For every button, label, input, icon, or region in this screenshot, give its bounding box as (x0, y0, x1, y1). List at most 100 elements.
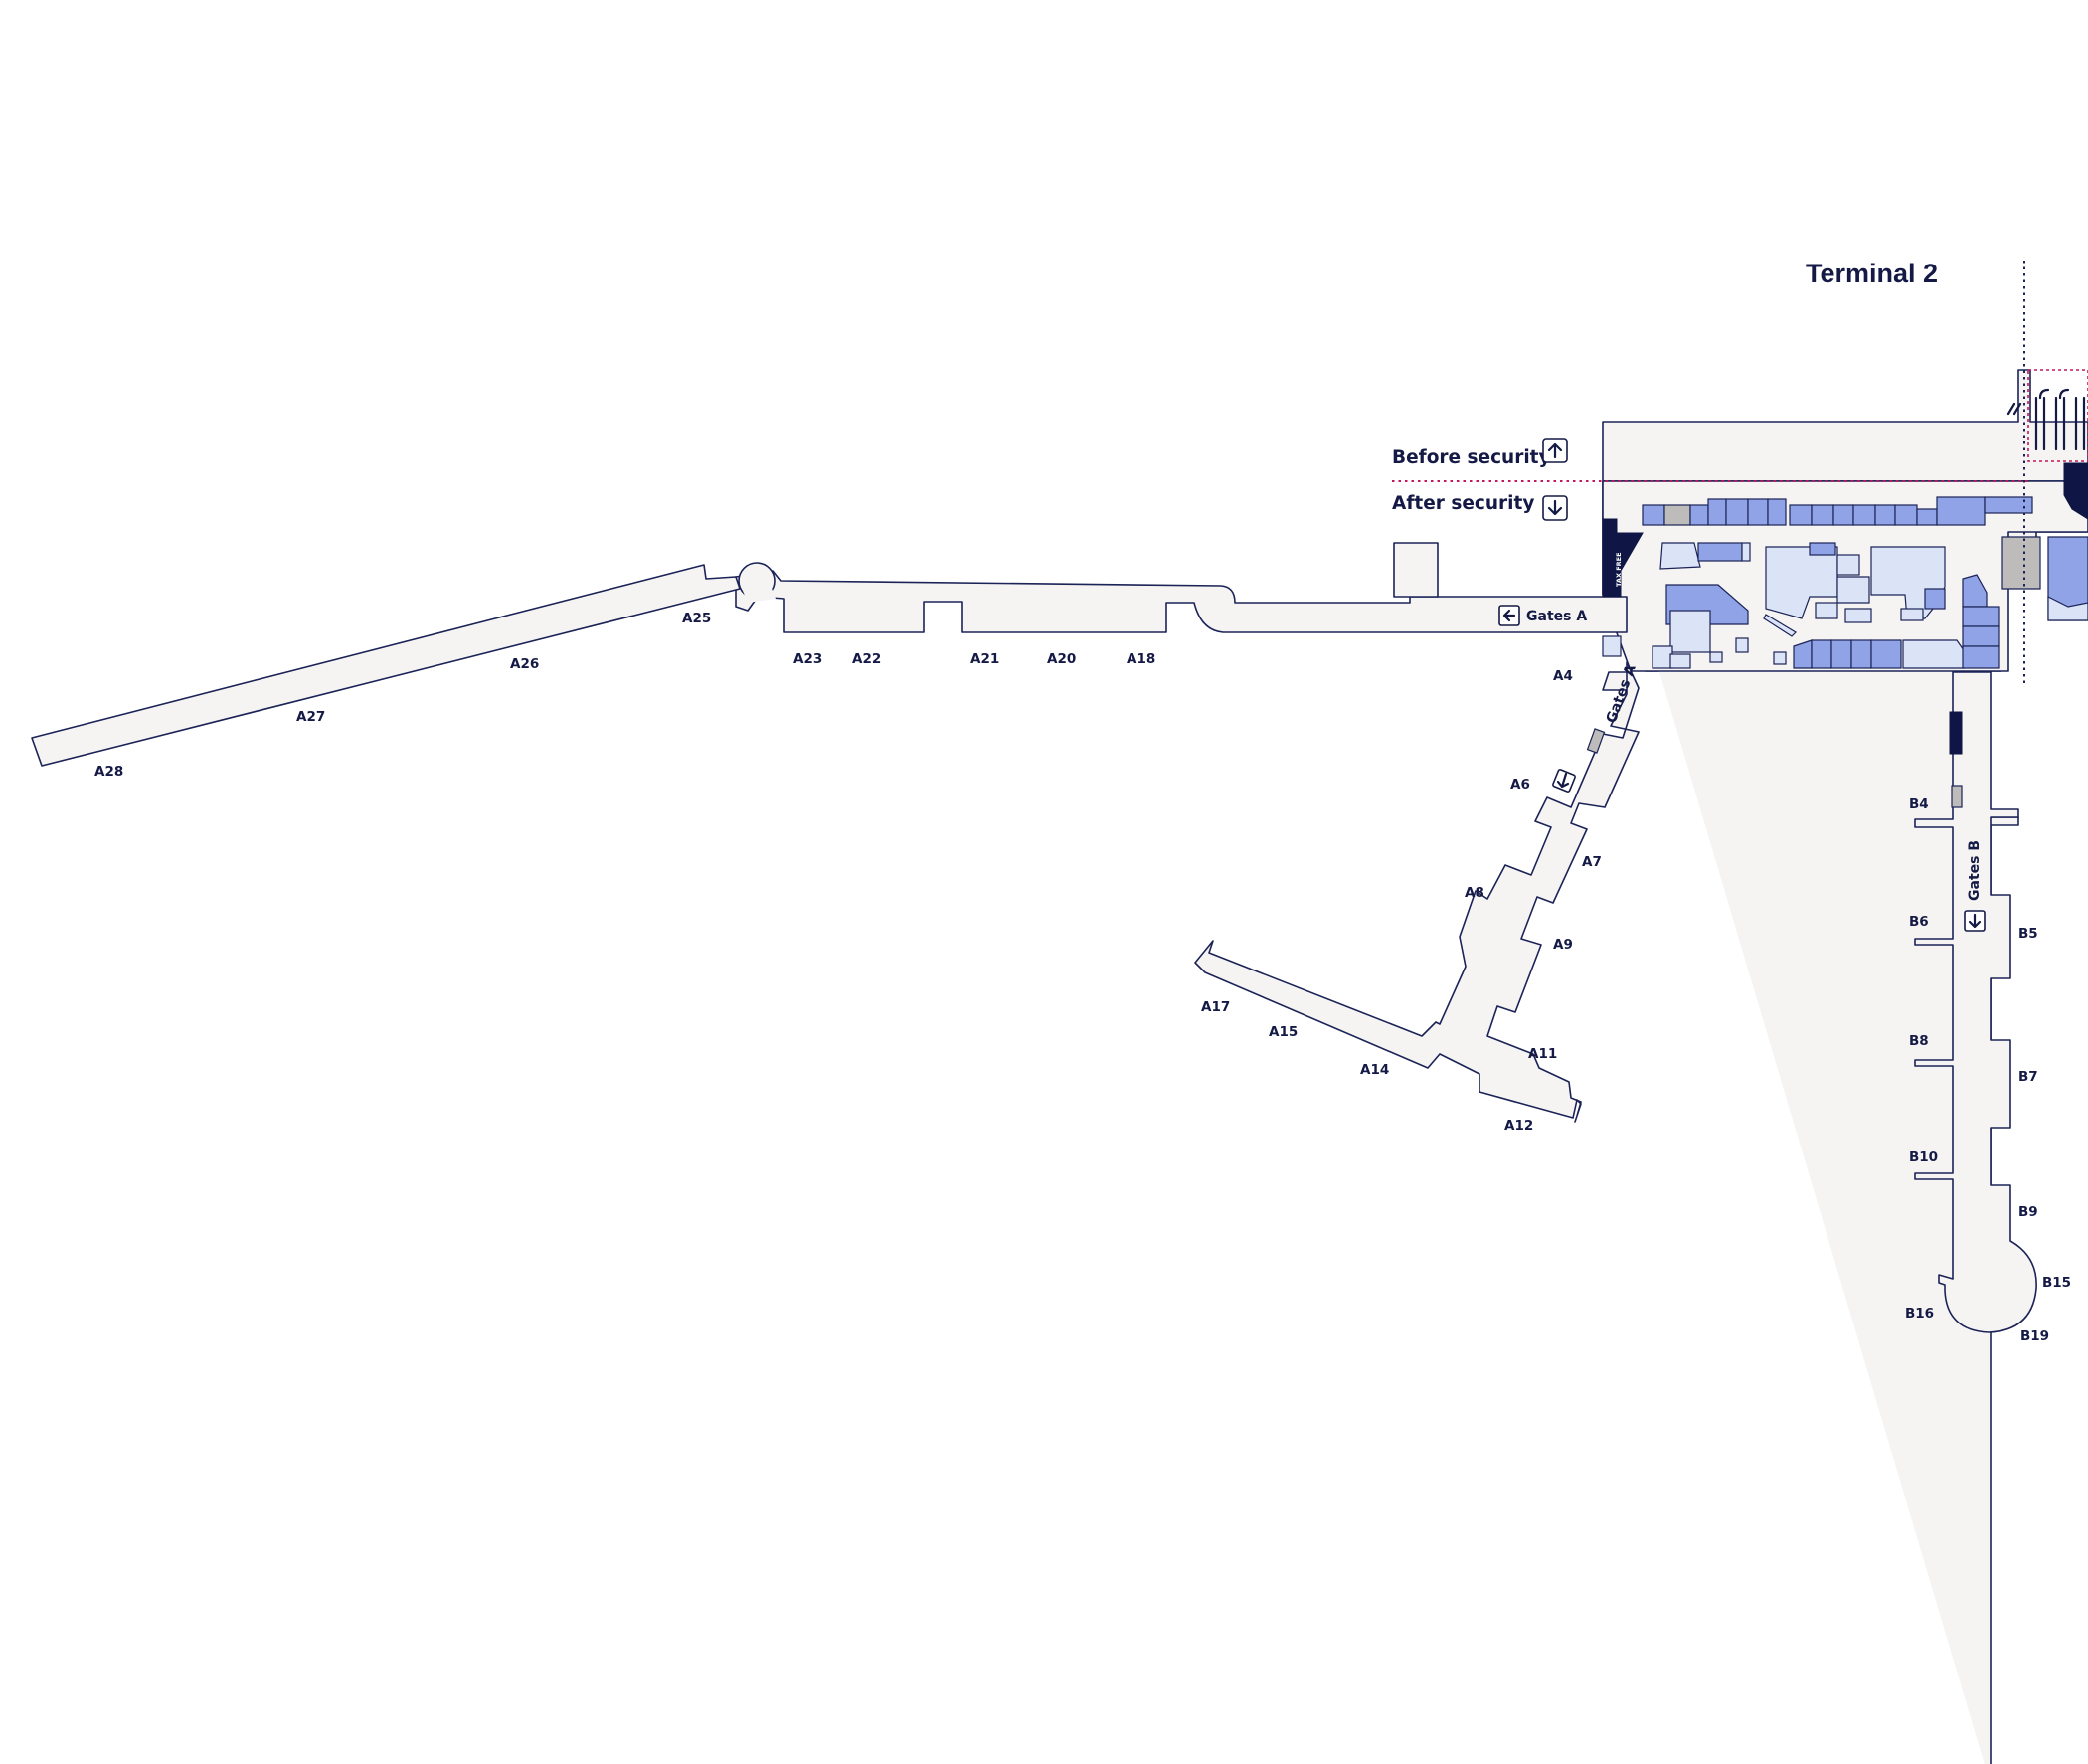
shop-central-7 (1924, 588, 1946, 610)
shop-lower-5 (1870, 639, 1902, 669)
arrow-down-icon (1542, 495, 1568, 521)
gate-a21: A21 (970, 651, 999, 667)
pier-a-diagonal (1194, 661, 1640, 1123)
shop-east-6 (2047, 596, 2088, 621)
shop-row-4 (1725, 498, 1749, 526)
shop-row-14 (1936, 496, 1986, 526)
gate-b8: B8 (1909, 1033, 1929, 1049)
shop-row-5 (1747, 498, 1769, 526)
kiosk-block (1393, 542, 1439, 598)
shop-row-13 (1916, 508, 1938, 526)
shop-central-9 (1900, 608, 1924, 621)
gate-a11: A11 (1528, 1046, 1557, 1062)
shop-inner-3 (1741, 542, 1751, 562)
gate-a9: A9 (1553, 937, 1573, 953)
shop-inner-2 (1697, 542, 1743, 562)
gate-b9: B9 (2018, 1204, 2038, 1220)
gate-a17: A17 (1201, 999, 1230, 1015)
tax-free-east (2063, 462, 2088, 520)
shop-row-1 (1642, 504, 1665, 526)
shop-row-11 (1874, 504, 1896, 526)
shop-row-10 (1852, 504, 1876, 526)
shop-central-8 (1815, 602, 1838, 619)
shop-central-5 (1844, 608, 1872, 623)
escalator-icon (2006, 402, 2022, 416)
gate-a7: A7 (1582, 854, 1602, 870)
shop-east-1 (1962, 574, 1988, 608)
shop-inner-8 (1709, 651, 1723, 663)
gate-a25: A25 (682, 611, 711, 626)
gate-a12: A12 (1504, 1118, 1533, 1134)
gates-b-arrow-icon (1964, 910, 1986, 932)
gates-a-pier-arrow-icon (1552, 769, 1576, 793)
gate-a20: A20 (1047, 651, 1076, 667)
gate-b15: B15 (2042, 1275, 2071, 1291)
gates-a-sign: Gates A (1498, 605, 1587, 626)
gate-labels: A4 A6 A7 A8 A9 A11 A12 A14 A15 A17 A18 A… (94, 611, 2071, 1344)
gate-b4: B4 (1909, 796, 1929, 812)
shop-row-15 (1984, 496, 2033, 514)
shop-inner-7 (1669, 653, 1691, 669)
service-east (2001, 536, 2041, 590)
terminal-title: Terminal 2 (1806, 259, 1938, 288)
gate-a22: A22 (852, 651, 881, 667)
gate-a4: A4 (1553, 668, 1573, 684)
gate-a15: A15 (1269, 1024, 1298, 1040)
gate-a27: A27 (296, 709, 325, 725)
shop-row-8 (1811, 504, 1834, 526)
shop-east-5 (2047, 536, 2088, 621)
shop-inner-1 (1659, 542, 1701, 570)
after-security-label: After security (1392, 493, 1534, 514)
gate-b5: B5 (2018, 926, 2038, 942)
shop-lower-3 (1830, 639, 1852, 669)
shop-central-2 (1809, 542, 1836, 556)
gate-a18: A18 (1127, 651, 1155, 667)
gate-a26: A26 (510, 656, 539, 672)
security-area-outline (2027, 369, 2088, 462)
gate-a14: A14 (1360, 1062, 1389, 1078)
shop-row-7 (1789, 504, 1813, 526)
gate-a6: A6 (1510, 777, 1530, 793)
security-lane-1 (2034, 388, 2050, 451)
far-west-pier (31, 564, 741, 767)
shop-row-12 (1894, 504, 1918, 526)
shop-row-3 (1707, 498, 1727, 526)
west-pier (735, 570, 1628, 633)
gate-b6: B6 (1909, 914, 1929, 930)
shop-east-3 (1962, 625, 2000, 647)
tax-free-areas: TAX FREE (1602, 462, 2088, 755)
shop-central-3 (1836, 554, 1860, 576)
service-pier-b (1951, 785, 1963, 808)
pier-b (1914, 671, 2037, 1333)
gate-a28: A28 (94, 764, 123, 780)
gate-a8: A8 (1465, 885, 1484, 901)
shop-inner-11 (1773, 651, 1787, 665)
security-lanes (2006, 369, 2088, 462)
security-lane-3 (2074, 396, 2086, 451)
gate-b10: B10 (1909, 1149, 1938, 1165)
security-lane-2 (2054, 388, 2070, 451)
service-row-1 (1663, 504, 1691, 526)
landside-hall (1602, 369, 2088, 482)
shop-central-4 (1836, 576, 1870, 604)
shop-lower-2 (1811, 639, 1832, 669)
shop-inner-9 (1735, 637, 1749, 653)
shop-inner-5 (1669, 610, 1711, 653)
shop-row-9 (1832, 504, 1854, 526)
tax-free-shop (1602, 518, 1644, 598)
gates-a-label: Gates A (1526, 609, 1587, 624)
service-pier-a (1586, 728, 1606, 754)
shop-pier-a (1602, 635, 1622, 657)
tax-free-pier-b (1949, 711, 1963, 755)
gate-a23: A23 (793, 651, 822, 667)
gate-b19: B19 (2020, 1328, 2049, 1344)
gate-b7: B7 (2018, 1069, 2038, 1085)
shop-inner-6 (1652, 645, 1673, 669)
gate-b16: B16 (1905, 1306, 1934, 1322)
shop-east-2 (1962, 606, 2000, 627)
shop-east-4 (1962, 645, 2000, 669)
shop-row-6 (1767, 498, 1787, 526)
shop-inner-10 (1763, 614, 1797, 637)
gates-b-label: Gates B (1967, 840, 1983, 901)
